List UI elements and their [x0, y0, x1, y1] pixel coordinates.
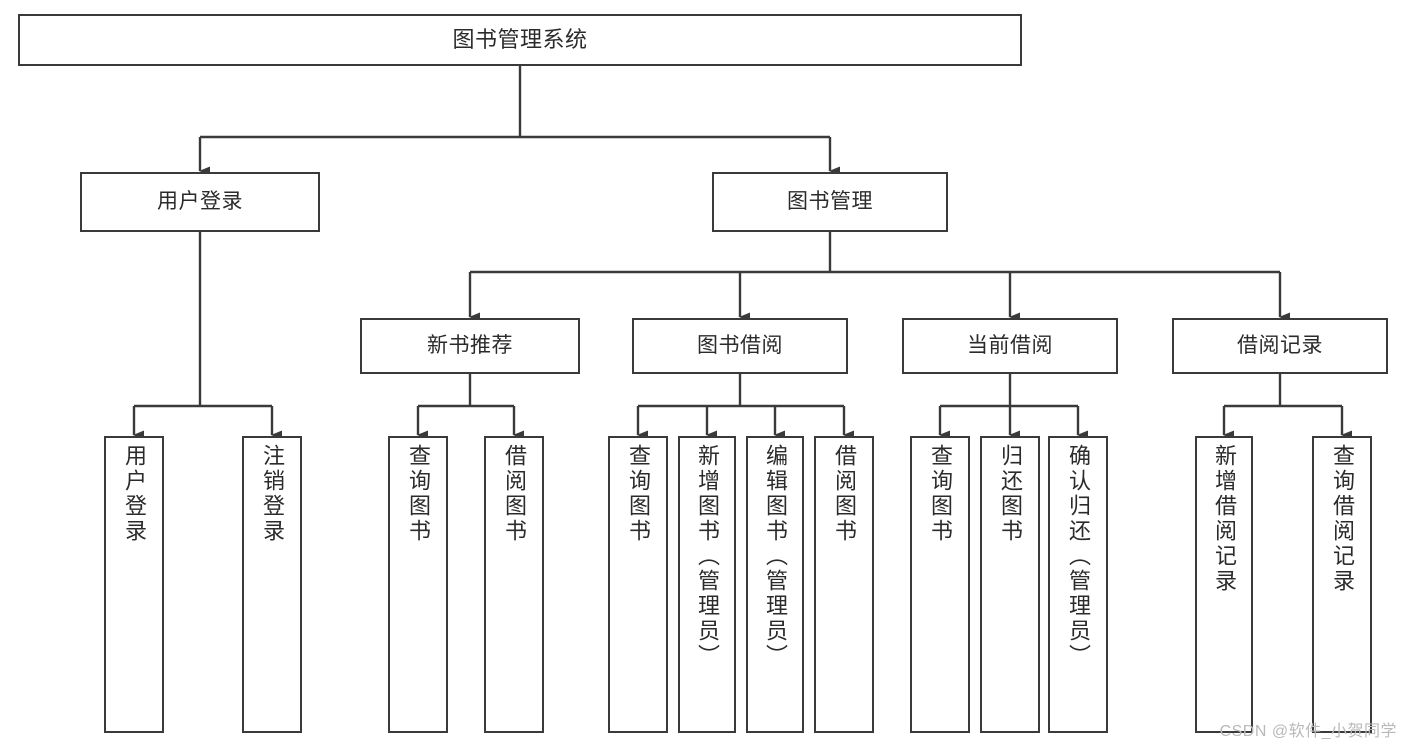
node-l2-current: 当前借阅: [902, 318, 1118, 374]
node-label: 归还图书: [998, 444, 1023, 544]
node-label: 借阅图书: [832, 444, 857, 544]
node-label: 图书管理系统: [452, 27, 588, 53]
node-label: 图书管理: [787, 189, 873, 213]
node-label: 查询图书: [406, 444, 431, 544]
node-label: 用户登录: [122, 444, 147, 544]
node-label: 新增图书（管理员）: [695, 444, 720, 669]
node-l3-bo-borrow: 借阅图书: [814, 436, 874, 733]
node-label: 借阅图书: [502, 444, 527, 544]
node-l3-rc-add: 新增借阅记录: [1195, 436, 1253, 733]
node-l1-user: 用户登录: [80, 172, 320, 232]
node-l2-record: 借阅记录: [1172, 318, 1388, 374]
node-l3-user-login: 用户登录: [104, 436, 164, 733]
node-l3-bo-add: 新增图书（管理员）: [678, 436, 736, 733]
node-label: 查询图书: [928, 444, 953, 544]
node-l3-bo-edit: 编辑图书（管理员）: [746, 436, 804, 733]
node-label: 图书借阅: [697, 333, 783, 357]
node-l3-cu-return: 归还图书: [980, 436, 1040, 733]
node-l3-cu-query: 查询图书: [910, 436, 970, 733]
node-label: 新书推荐: [427, 333, 513, 357]
node-label: 编辑图书（管理员）: [763, 444, 788, 669]
node-l2-borrow: 图书借阅: [632, 318, 848, 374]
node-l3-rc-query: 查询借阅记录: [1312, 436, 1372, 733]
node-l3-nb-query: 查询图书: [388, 436, 448, 733]
node-root: 图书管理系统: [18, 14, 1022, 66]
node-label: 当前借阅: [967, 333, 1053, 357]
node-label: 查询借阅记录: [1330, 444, 1355, 594]
node-l3-bo-query: 查询图书: [608, 436, 668, 733]
node-l3-user-logout: 注销登录: [242, 436, 302, 733]
node-label: 用户登录: [157, 189, 243, 213]
node-l2-newbook: 新书推荐: [360, 318, 580, 374]
node-l3-nb-borrow: 借阅图书: [484, 436, 544, 733]
csdn-watermark: CSDN @软件_小贺同学: [1219, 723, 1397, 740]
node-label: 借阅记录: [1237, 333, 1323, 357]
node-label: 新增借阅记录: [1212, 444, 1237, 594]
node-label: 注销登录: [260, 444, 285, 544]
node-label: 查询图书: [626, 444, 651, 544]
node-label: 确认归还（管理员）: [1066, 444, 1091, 669]
node-l3-cu-confirm: 确认归还（管理员）: [1048, 436, 1108, 733]
node-l1-book: 图书管理: [712, 172, 948, 232]
